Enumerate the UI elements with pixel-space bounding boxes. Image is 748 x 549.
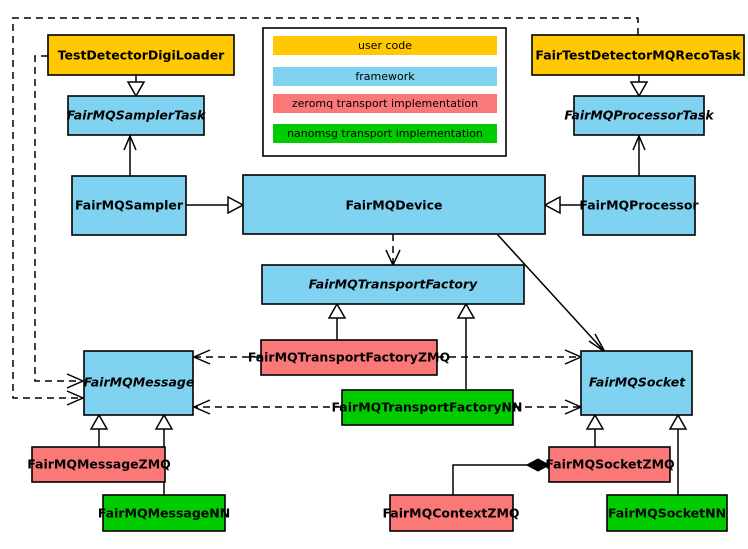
- edge-processor-device: [543, 195, 583, 215]
- legend-item-zeromq: zeromq transport implementation: [273, 94, 497, 113]
- edge-tfnn-message: [192, 399, 342, 415]
- node-label: FairTestDetectorMQRecoTask: [535, 48, 741, 63]
- node-label: FairMQSocketNN: [608, 506, 726, 521]
- legend-item-user-code: user code: [273, 36, 497, 55]
- edge-socketzmq-contextzmq: [452, 458, 551, 495]
- edge-digiloader-samplertask: [126, 75, 146, 98]
- edge-tfnn-transportfactory: [456, 302, 476, 390]
- node-fairmqcontextzmq[interactable]: FairMQContextZMQ: [382, 494, 520, 532]
- node-label: FairMQTransportFactory: [309, 277, 478, 292]
- node-fairtestdetectormqrecotask[interactable]: FairTestDetectorMQRecoTask: [531, 34, 745, 76]
- edge-recotask-processortask: [629, 75, 649, 98]
- legend-item-nanomsg: nanomsg transport implementation: [273, 124, 497, 143]
- edge-recotask-message: [12, 17, 639, 406]
- node-fairmqsocket[interactable]: FairMQSocket: [580, 350, 693, 416]
- node-label: FairMQContextZMQ: [382, 506, 519, 521]
- legend-item-label: nanomsg transport implementation: [287, 127, 483, 140]
- edge-socketzmq-socket: [585, 413, 605, 447]
- node-label: FairMQMessageNN: [98, 506, 230, 521]
- node-fairmqsamplertask[interactable]: FairMQSamplerTask: [67, 95, 206, 136]
- node-fairmqtransportfactory[interactable]: FairMQTransportFactory: [261, 264, 525, 305]
- edge-device-transportfactory: [385, 234, 401, 267]
- edge-tfzmq-transportfactory: [327, 302, 347, 340]
- edge-tfnn-socket: [513, 399, 583, 415]
- node-label: FairMQSocketZMQ: [545, 457, 674, 472]
- legend: user code framework zeromq transport imp…: [262, 27, 507, 157]
- node-layer: TestDetectorDigiLoader FairMQSamplerTask…: [27, 34, 745, 532]
- node-fairmqmessage[interactable]: FairMQMessage: [83, 350, 195, 416]
- legend-item-framework: framework: [273, 67, 497, 86]
- node-label: FairMQSampler: [75, 198, 184, 213]
- node-fairmqsocketnn[interactable]: FairMQSocketNN: [606, 494, 728, 532]
- node-label: FairMQDevice: [346, 198, 443, 213]
- node-testdetectordigiloader[interactable]: TestDetectorDigiLoader: [47, 34, 235, 76]
- node-fairmqtransportfactorynn[interactable]: FairMQTransportFactoryNN: [332, 389, 523, 426]
- node-label: FairMQMessageZMQ: [27, 457, 171, 472]
- edge-tfzmq-socket: [437, 349, 583, 365]
- node-label: FairMQTransportFactoryZMQ: [248, 350, 450, 365]
- edge-processor-processortask: [632, 134, 646, 176]
- edge-tfzmq-message: [192, 349, 261, 365]
- node-fairmqprocessortask[interactable]: FairMQProcessorTask: [564, 95, 714, 136]
- edge-sampler-device: [186, 195, 245, 215]
- edge-socketnn-socket: [668, 413, 688, 495]
- edge-sampler-samplertask: [123, 134, 137, 176]
- node-fairmqmessagenn[interactable]: FairMQMessageNN: [98, 494, 230, 532]
- node-fairmqdevice[interactable]: FairMQDevice: [242, 174, 546, 235]
- node-fairmqsampler[interactable]: FairMQSampler: [71, 175, 187, 236]
- node-fairmqmessagezmq[interactable]: FairMQMessageZMQ: [27, 446, 171, 483]
- node-label: FairMQTransportFactoryNN: [332, 400, 523, 415]
- legend-item-label: zeromq transport implementation: [292, 97, 478, 110]
- node-fairmqprocessor[interactable]: FairMQProcessor: [579, 175, 699, 236]
- node-fairmqsocketzmq[interactable]: FairMQSocketZMQ: [545, 446, 675, 483]
- node-label: FairMQSocket: [589, 375, 686, 390]
- node-fairmqtransportfactoryzmq[interactable]: FairMQTransportFactoryZMQ: [248, 339, 450, 376]
- node-label: FairMQSamplerTask: [67, 108, 206, 123]
- legend-item-label: user code: [358, 39, 412, 52]
- legend-item-label: framework: [355, 70, 415, 83]
- node-label: TestDetectorDigiLoader: [58, 48, 226, 63]
- node-label: FairMQProcessor: [579, 198, 699, 213]
- edge-messagezmq-message: [89, 413, 109, 447]
- node-label: FairMQProcessorTask: [564, 108, 714, 123]
- node-label: FairMQMessage: [84, 375, 195, 390]
- edge-digiloader-message: [34, 55, 85, 389]
